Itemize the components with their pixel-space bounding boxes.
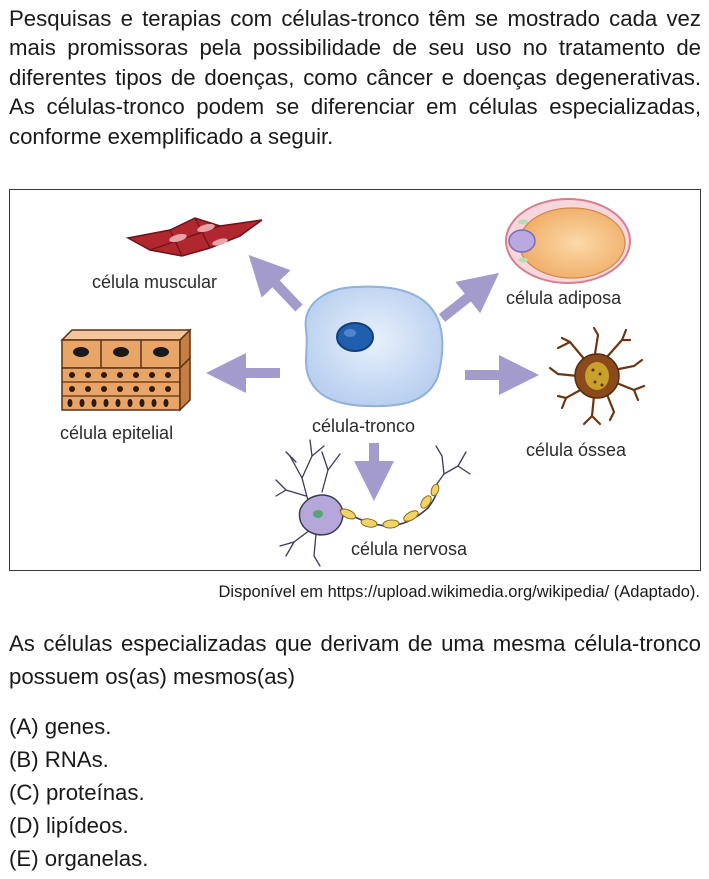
nerve-cell-illustration: [275, 439, 471, 567]
option-e[interactable]: (E) organelas.: [9, 846, 149, 871]
label-epithelial-cell: célula epitelial: [60, 423, 173, 443]
label-muscle-cell: célula muscular: [92, 272, 217, 292]
option-c[interactable]: (C) proteínas.: [9, 780, 145, 805]
bone-cell-illustration: [548, 326, 646, 426]
label-fat-cell: célula adiposa: [506, 288, 622, 308]
muscle-cell-illustration: [125, 217, 263, 257]
arrow-to-fat: [438, 272, 500, 322]
stem-cell-illustration: [304, 285, 444, 408]
stem-cell-diagram: célula muscular célula adiposa célula ep…: [60, 198, 646, 567]
option-b[interactable]: (B) RNAs.: [9, 747, 109, 772]
label-stem-cell: célula-tronco: [312, 416, 415, 436]
differentiation-arrows: [206, 254, 539, 501]
option-d[interactable]: (D) lipídeos.: [9, 813, 129, 838]
option-a[interactable]: (A) genes.: [9, 714, 112, 739]
answer-options: (A) genes. (B) RNAs. (C) proteínas. (D) …: [9, 710, 148, 875]
arrow-to-muscle: [248, 254, 303, 312]
label-bone-cell: célula óssea: [526, 440, 627, 460]
label-nerve-cell: célula nervosa: [351, 539, 468, 559]
question-stem: As células especializadas que derivam de…: [9, 631, 701, 689]
fat-cell-illustration: [505, 198, 631, 284]
intro-paragraph: Pesquisas e terapias com células-tronco …: [9, 6, 701, 149]
epithelial-tissue-illustration: [60, 328, 192, 412]
stem-cell-figure: célula muscular célula adiposa célula ep…: [9, 189, 701, 571]
source-citation: Disponível em https://upload.wikimedia.o…: [218, 583, 701, 601]
